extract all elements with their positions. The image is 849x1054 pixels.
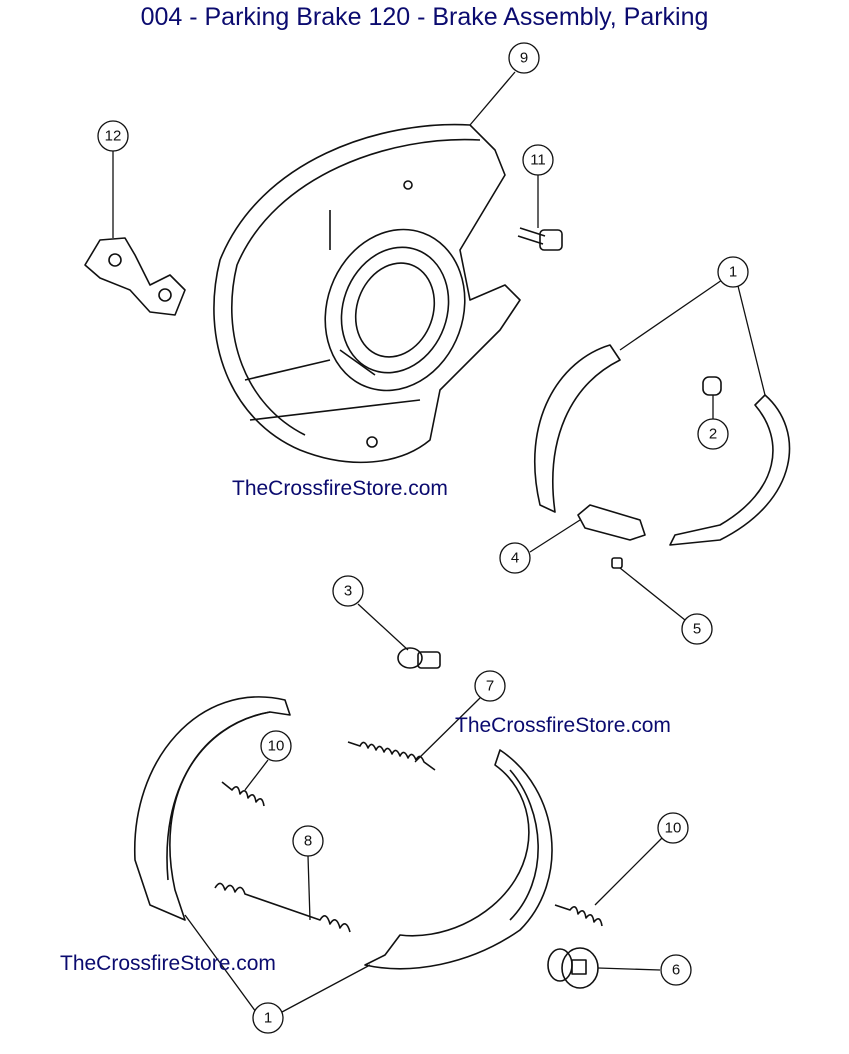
callout-2[interactable]: 2 (697, 418, 729, 450)
callout-9[interactable]: 9 (508, 42, 540, 74)
callout-1-upper[interactable]: 1 (717, 256, 749, 288)
svg-text:11: 11 (530, 152, 546, 169)
hold-down-spring-right-part (554, 904, 603, 927)
bolt-part (517, 227, 563, 251)
watermark-text: TheCrossfireStore.com (60, 952, 276, 975)
svg-text:10: 10 (665, 820, 682, 837)
callout-4[interactable]: 4 (499, 542, 531, 574)
callout-7[interactable]: 7 (474, 670, 506, 702)
svg-text:2: 2 (709, 426, 717, 443)
svg-text:6: 6 (672, 962, 680, 979)
watermark-text: TheCrossfireStore.com (232, 477, 448, 500)
plug-part (547, 947, 599, 989)
callout-6[interactable]: 6 (660, 954, 692, 986)
svg-text:1: 1 (264, 1010, 272, 1027)
callout-1-lower[interactable]: 1 (252, 1002, 284, 1034)
callout-8[interactable]: 8 (292, 825, 324, 857)
callout-5[interactable]: 5 (681, 613, 713, 645)
backing-plate-part (213, 123, 521, 464)
callout-10-left[interactable]: 10 (260, 730, 292, 762)
callout-11[interactable]: 11 (522, 144, 554, 176)
bracket-part (84, 237, 186, 316)
leader-lines (112, 71, 766, 1013)
svg-text:5: 5 (693, 621, 701, 638)
callout-10-right[interactable]: 10 (657, 812, 689, 844)
callout-3[interactable]: 3 (332, 575, 364, 607)
adjuster-part (577, 504, 646, 569)
lower-return-spring-part (214, 882, 351, 933)
svg-text:1: 1 (729, 264, 737, 281)
svg-text:9: 9 (520, 50, 528, 67)
svg-text:8: 8 (304, 833, 312, 850)
svg-text:10: 10 (268, 738, 285, 755)
watermark-text: TheCrossfireStore.com (455, 714, 671, 737)
svg-text:3: 3 (344, 583, 352, 600)
svg-text:12: 12 (105, 128, 122, 145)
svg-text:4: 4 (511, 550, 519, 567)
hold-down-cap-part (397, 647, 441, 669)
sleeve-part (702, 376, 722, 396)
lower-brake-shoes-part (134, 696, 553, 970)
upper-brake-shoes-part (534, 344, 791, 546)
callout-12[interactable]: 12 (97, 120, 129, 152)
page-title: 004 - Parking Brake 120 - Brake Assembly… (140, 3, 709, 31)
hold-down-spring-left-part (221, 781, 265, 807)
upper-return-spring-part (347, 741, 436, 771)
svg-text:7: 7 (486, 678, 494, 695)
